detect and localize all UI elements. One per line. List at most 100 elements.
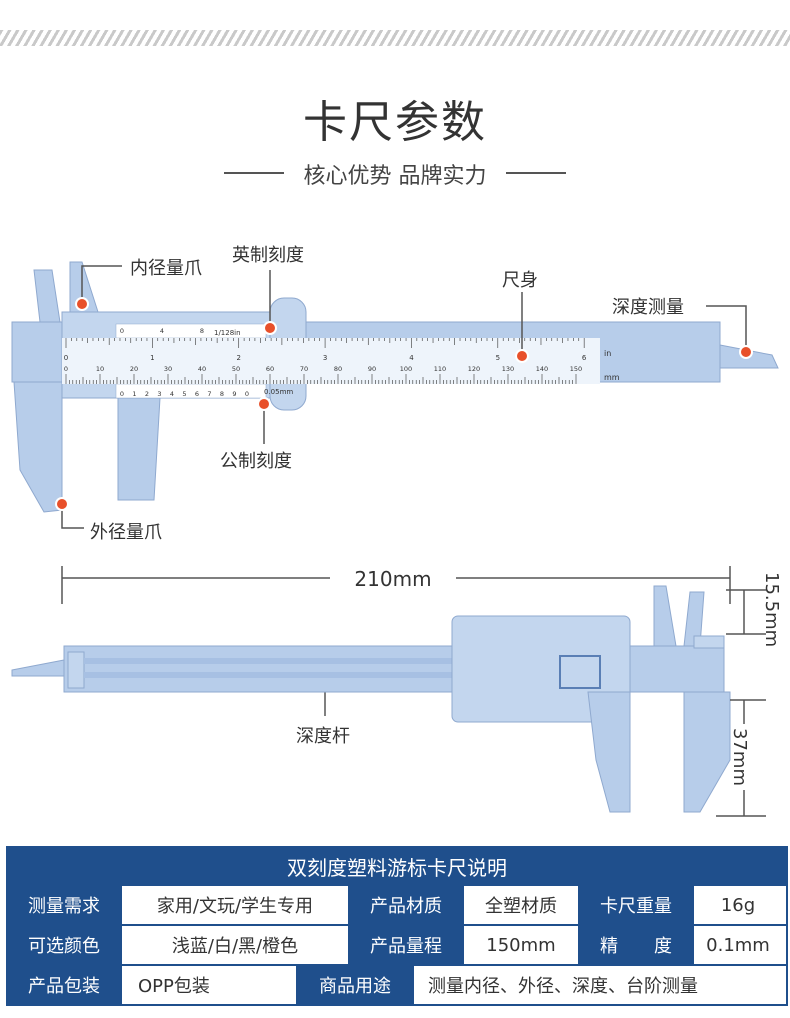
mm-tick-label: 10 [96, 365, 104, 373]
vernier-top-label: 0 [120, 327, 124, 335]
callout-depth-rod: 深度杆 [296, 726, 350, 747]
jaw-bridge [693, 635, 725, 649]
spec-value: 150mm [462, 926, 578, 964]
inch-tick-label: 5 [496, 354, 500, 362]
callout-metric-scale: 公制刻度 [220, 451, 292, 472]
callout-body: 尺身 [502, 270, 538, 291]
beam-end-cap [67, 651, 85, 689]
inch-tick-label: 0 [64, 354, 68, 362]
spec-value: 测量内径、外径、深度、台阶测量 [412, 966, 782, 1004]
inch-unit-label: in [604, 349, 611, 358]
inch-ticks [65, 338, 585, 348]
vernier-inch-note: 1/128in [214, 329, 241, 337]
mm-ticks [65, 374, 577, 384]
vernier-mm-note: 0.05mm [264, 388, 293, 396]
marker-outer-jaw [55, 497, 69, 511]
vernier-bottom-label: 4 [170, 390, 174, 398]
mm-tick-label: 130 [502, 365, 514, 373]
spec-row: 产品包装 OPP包装 商品用途 测量内径、外径、深度、台阶测量 [8, 964, 786, 1004]
spec-label: 产品量程 [348, 926, 462, 964]
spec-label: 测量需求 [8, 886, 120, 924]
spec-value: 浅蓝/白/黑/橙色 [120, 926, 348, 964]
mm-tick-label: 110 [434, 365, 446, 373]
spec-table-heading: 双刻度塑料游标卡尺说明 [8, 848, 786, 884]
inch-tick-label: 3 [323, 354, 327, 362]
vernier-bottom-label: 6 [195, 390, 199, 398]
page-subtitle: 核心优势 品牌实力 [303, 164, 487, 189]
vernier-bottom-label: 0 [120, 390, 124, 398]
mm-tick-label: 140 [536, 365, 548, 373]
moving-outer-jaw [117, 397, 161, 501]
spec-value: 家用/文玩/学生专用 [120, 886, 348, 924]
fixed-outer-jaw-back [683, 691, 731, 813]
vernier-bottom-label: 9 [232, 390, 236, 398]
depth-rod-tip [11, 659, 65, 677]
mm-tick-label: 70 [300, 365, 308, 373]
marker-inch-scale [263, 321, 277, 335]
page-title: 卡尺参数 [303, 97, 487, 148]
spec-label: 卡尺重量 [578, 886, 692, 924]
mm-tick-label: 80 [334, 365, 342, 373]
spec-label: 商品用途 [296, 966, 412, 1004]
dimension-length-line [61, 566, 731, 604]
mm-tick-label: 50 [232, 365, 240, 373]
marker-inner-jaw [75, 297, 89, 311]
depth-rod-channel [84, 658, 464, 664]
inch-tick-label: 4 [409, 354, 414, 362]
vernier-top-label: 4 [160, 327, 164, 335]
spec-label: 可选颜色 [8, 926, 120, 964]
fixed-outer-jaw [13, 381, 63, 513]
callout-outer-jaw: 外径量爪 [90, 522, 162, 543]
callout-inner-jaw: 内径量爪 [130, 258, 202, 279]
inch-tick-label: 2 [236, 354, 240, 362]
moving-outer-jaw-back [587, 691, 631, 813]
spec-label: 精 度 [578, 926, 692, 964]
caliper-slider-back [451, 615, 631, 723]
spec-value: 16g [692, 886, 782, 924]
subtitle-line-left [224, 172, 284, 174]
vernier-top-labels: 0 4 8 [120, 327, 204, 335]
spec-label: 产品包装 [8, 966, 120, 1004]
dimension-jaw-small: 15.5mm [761, 572, 782, 647]
mm-tick-label: 60 [266, 365, 274, 373]
vernier-top-label: 8 [200, 327, 204, 335]
vernier-bottom-label: 1 [132, 390, 136, 398]
mm-tick-label: 0 [64, 365, 68, 373]
mm-tick-label: 30 [164, 365, 172, 373]
slider-window [559, 655, 601, 689]
marker-depth [739, 345, 753, 359]
fixed-inner-jaw [33, 269, 61, 323]
mm-tick-label: 150 [570, 365, 582, 373]
mm-tick-label: 90 [368, 365, 376, 373]
spec-value: 0.1mm [692, 926, 782, 964]
inch-tick-label: 1 [150, 354, 154, 362]
mm-tick-label: 20 [130, 365, 138, 373]
moving-inner-jaw-back [653, 585, 677, 647]
vernier-bottom-label: 8 [220, 390, 224, 398]
decorative-stripe [0, 30, 790, 46]
scale-area [62, 338, 600, 384]
callout-depth-measure: 深度测量 [612, 297, 684, 318]
vernier-bottom-label: 5 [182, 390, 186, 398]
mm-unit-label: mm [604, 373, 620, 382]
spec-label: 产品材质 [348, 886, 462, 924]
spec-table: 双刻度塑料游标卡尺说明 测量需求 家用/文玩/学生专用 产品材质 全塑材质 卡尺… [6, 846, 788, 1006]
spec-row: 可选颜色 浅蓝/白/黑/橙色 产品量程 150mm 精 度 0.1mm [8, 924, 786, 964]
mm-tick-label: 120 [468, 365, 480, 373]
spec-row: 测量需求 家用/文玩/学生专用 产品材质 全塑材质 卡尺重量 16g [8, 884, 786, 924]
subtitle-line-right [506, 172, 566, 174]
callout-inch-scale: 英制刻度 [232, 245, 304, 266]
dimension-jaw-lines [716, 589, 766, 817]
depth-rod-channel-2 [84, 672, 464, 678]
vernier-mm-window [115, 383, 267, 399]
spec-value: OPP包装 [120, 966, 296, 1004]
inch-tick-label: 6 [582, 354, 587, 362]
spec-value: 全塑材质 [462, 886, 578, 924]
vernier-bottom-label: 3 [157, 390, 161, 398]
caliper-bottom [11, 585, 731, 813]
vernier-bottom-label: 0 [245, 390, 249, 398]
